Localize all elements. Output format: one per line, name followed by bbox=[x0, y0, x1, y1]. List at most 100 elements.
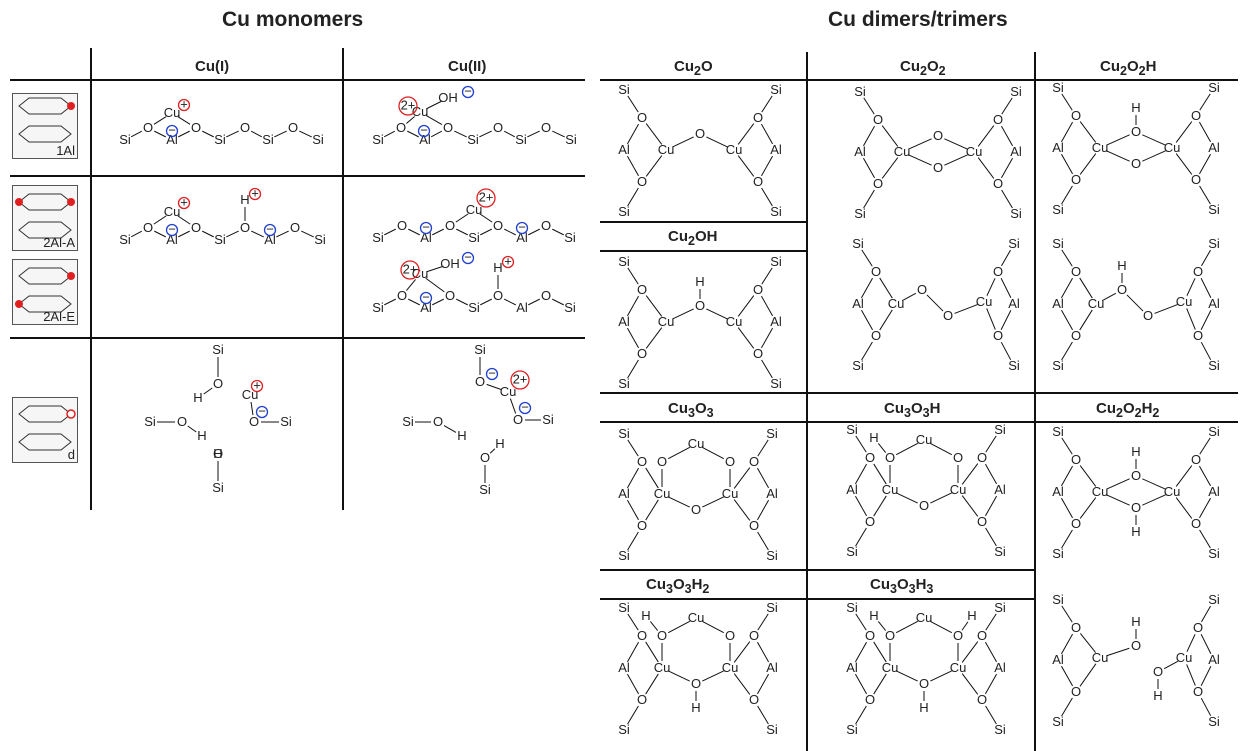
bond bbox=[737, 155, 755, 177]
atom-si: Si bbox=[1208, 714, 1220, 729]
bond bbox=[153, 116, 167, 125]
atom-si: Si bbox=[1008, 358, 1020, 373]
bond bbox=[408, 298, 420, 306]
atom-si: Si bbox=[402, 414, 414, 429]
atom-al: Al bbox=[994, 660, 1006, 675]
bond bbox=[479, 213, 493, 223]
atom-o: O bbox=[143, 120, 153, 135]
charge-label: 2+ bbox=[479, 190, 494, 205]
atom-o: O bbox=[749, 628, 759, 643]
atom-cu: Cu bbox=[466, 202, 483, 217]
atom-al: Al bbox=[420, 230, 432, 245]
bond bbox=[985, 435, 997, 453]
bond bbox=[1198, 465, 1212, 487]
atom-al: Al bbox=[994, 482, 1006, 497]
bond bbox=[895, 620, 919, 634]
bond bbox=[985, 705, 997, 725]
atom-cu: Cu bbox=[1088, 296, 1105, 311]
atom-o: O bbox=[753, 174, 763, 189]
bond bbox=[961, 495, 979, 517]
atom-o: O bbox=[1191, 108, 1201, 123]
bond bbox=[1079, 277, 1093, 299]
atom-o: O bbox=[865, 628, 875, 643]
atom-o: O bbox=[445, 288, 455, 303]
charge-minus bbox=[485, 367, 499, 381]
atom-cu: Cu bbox=[950, 660, 967, 675]
atom-o: O bbox=[1193, 620, 1203, 635]
atom-al: Al bbox=[1208, 652, 1220, 667]
charge-label: − bbox=[518, 220, 526, 235]
bond bbox=[667, 620, 691, 634]
bond bbox=[425, 115, 443, 125]
bond bbox=[706, 308, 728, 320]
charge-label: + bbox=[504, 254, 512, 269]
charge-minus bbox=[461, 85, 475, 99]
bond bbox=[552, 130, 565, 138]
bond bbox=[130, 230, 143, 238]
bond bbox=[154, 130, 166, 138]
atom-h: H bbox=[919, 700, 928, 715]
charge-label: − bbox=[422, 290, 430, 305]
charge-label: − bbox=[521, 400, 529, 415]
bond bbox=[1186, 634, 1196, 652]
atom-o: O bbox=[396, 120, 406, 135]
atom-o: O bbox=[885, 450, 895, 465]
atom-al: Al bbox=[766, 660, 778, 675]
bond bbox=[757, 531, 769, 551]
atom-o: O bbox=[977, 628, 987, 643]
atom-o: O bbox=[977, 692, 987, 707]
bond bbox=[383, 130, 396, 138]
bond bbox=[1061, 341, 1073, 361]
ring-icon bbox=[18, 405, 76, 451]
atom-o: O bbox=[993, 328, 1003, 343]
charge-plus bbox=[501, 255, 515, 269]
atom-o: O bbox=[871, 264, 881, 279]
atom-o: O bbox=[919, 676, 929, 691]
bond bbox=[733, 673, 751, 695]
bond bbox=[760, 155, 774, 177]
atom-h: H bbox=[197, 428, 206, 443]
bond bbox=[1106, 647, 1130, 657]
bond bbox=[1000, 278, 1012, 298]
atom-o: O bbox=[637, 692, 647, 707]
bond bbox=[1175, 497, 1193, 519]
bond bbox=[1175, 465, 1193, 487]
atom-cu: Cu bbox=[1176, 294, 1193, 309]
atom-si: Si bbox=[564, 300, 576, 315]
bond bbox=[881, 125, 899, 147]
bond bbox=[645, 155, 663, 177]
atom-h: H bbox=[967, 608, 976, 623]
bond bbox=[1200, 634, 1212, 654]
atom-o: O bbox=[213, 446, 223, 461]
atom-cu: Cu bbox=[966, 144, 983, 159]
atom-o: O bbox=[637, 282, 647, 297]
atom-h: H bbox=[495, 436, 504, 451]
atom-o: O bbox=[695, 126, 705, 141]
atom-o: O bbox=[1131, 638, 1141, 653]
charge-minus bbox=[419, 291, 433, 305]
bond bbox=[480, 298, 492, 306]
bond bbox=[1060, 121, 1074, 143]
atom-al: Al bbox=[618, 142, 630, 157]
bond bbox=[756, 673, 770, 695]
atom-cu: Cu bbox=[888, 296, 905, 311]
atom-si: Si bbox=[766, 600, 778, 615]
atom-cu: Cu bbox=[688, 610, 705, 625]
atom-cu: Cu bbox=[882, 660, 899, 675]
atom-o: O bbox=[443, 120, 453, 135]
atom-si: Si bbox=[618, 204, 630, 219]
bond bbox=[1101, 292, 1117, 302]
atom-cu: Cu bbox=[164, 105, 181, 120]
ring-icon bbox=[15, 267, 75, 313]
atom-o: O bbox=[1117, 282, 1127, 297]
bond bbox=[384, 228, 396, 236]
bond bbox=[756, 499, 770, 521]
ring-icon bbox=[15, 193, 75, 239]
bond bbox=[203, 387, 213, 395]
atom-o: O bbox=[445, 218, 455, 233]
atom-si: Si bbox=[846, 544, 858, 559]
bond bbox=[1154, 304, 1178, 314]
atom-si: Si bbox=[618, 254, 630, 269]
atom-h: H bbox=[1131, 614, 1140, 629]
